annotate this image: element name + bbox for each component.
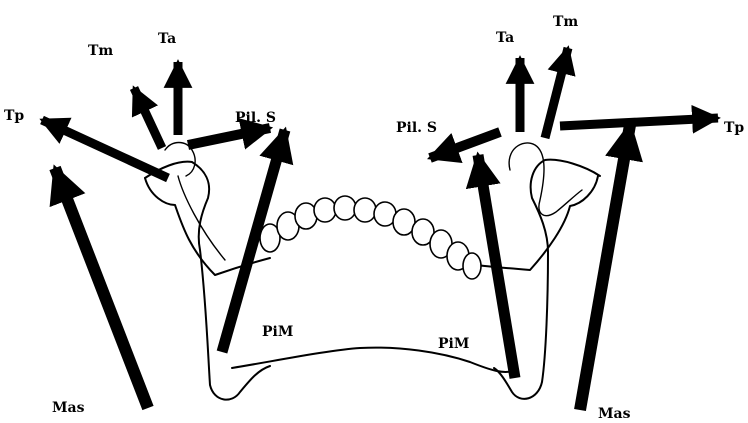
tm-left-arrow [134, 88, 162, 148]
tooth [354, 198, 376, 222]
label-pils-right: Pil. S [396, 120, 437, 136]
label-tm-right: Tm [553, 14, 578, 30]
label-mas-right: Mas [598, 406, 631, 422]
pils-right-arrow [430, 132, 500, 158]
mas-right-arrow [580, 125, 630, 410]
mas-left-arrow [55, 168, 148, 408]
label-pim-left: PiM [262, 324, 293, 340]
tooth [463, 253, 481, 279]
label-tp-left: Tp [4, 108, 24, 124]
dental-arch [260, 196, 481, 279]
label-ta-left: Ta [158, 31, 176, 47]
label-pils-left: Pil. S [235, 110, 276, 126]
left-condyle [165, 143, 225, 261]
right-force-arrows [430, 48, 718, 410]
tooth [334, 196, 356, 220]
tp-right-arrow [560, 118, 718, 126]
tooth [314, 198, 336, 222]
label-ta-right: Ta [496, 30, 514, 46]
pils-left-arrow [188, 128, 270, 145]
mandible-lower-border [232, 348, 515, 372]
label-mas-left: Mas [52, 400, 85, 416]
label-tp-right: Tp [724, 120, 744, 136]
label-pim-right: PiM [438, 336, 469, 352]
right-condyle [509, 143, 582, 216]
label-tm-left: Tm [88, 43, 113, 59]
mandible-outline [145, 143, 600, 400]
